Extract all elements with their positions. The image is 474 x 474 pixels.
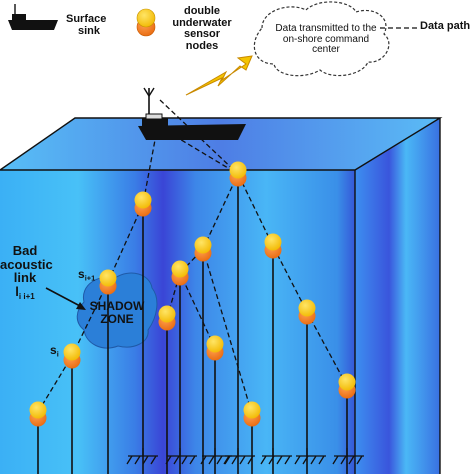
node-label-s-i: si [50,343,59,359]
shadow-zone-label: SHADOW ZONE [89,299,145,326]
sensor-node [338,373,356,399]
water-top-face [0,118,440,170]
bad-link-symbol: l [15,283,19,299]
bad-link-arrow [45,287,81,307]
bad-link-arrowhead [76,302,86,310]
sensor-nodes [29,161,356,427]
legend-data-path-label: Data path [420,20,471,32]
sensor-node [29,401,47,427]
sensor-node [206,335,224,361]
sensor-node [243,401,261,427]
cloud-label: Data transmitted to the on-shore command… [275,23,377,55]
seabed-anchors [126,448,364,465]
legend-node-label: double underwater sensor nodes [172,5,232,52]
legend-surface-sink-label: Surface sink [66,13,107,37]
sensor-node [171,260,189,286]
sensor-node [99,269,117,295]
sensor-node [158,305,176,331]
sensor-node [264,233,282,259]
sensor-node [229,161,247,187]
sensor-node [194,236,212,262]
bad-link-subscript: i i+1 [18,291,35,301]
wireless-link-bolt [185,55,253,96]
water-front-face [0,170,355,474]
node-label-s-i-plus-1: si+1 [78,267,96,283]
sensor-node [63,343,81,369]
sensor-node [298,299,316,325]
command-center-cloud [253,1,390,77]
legend-node-icon [136,8,156,37]
node-cables [37,180,348,474]
water-side-face [355,118,440,474]
bad-acoustic-link-label: Bad acoustic link li i+1 [0,243,53,301]
sensor-node [134,191,152,217]
legend-ship-icon [8,4,58,30]
water-volume [0,117,443,474]
surface-sink-ship [138,87,246,140]
